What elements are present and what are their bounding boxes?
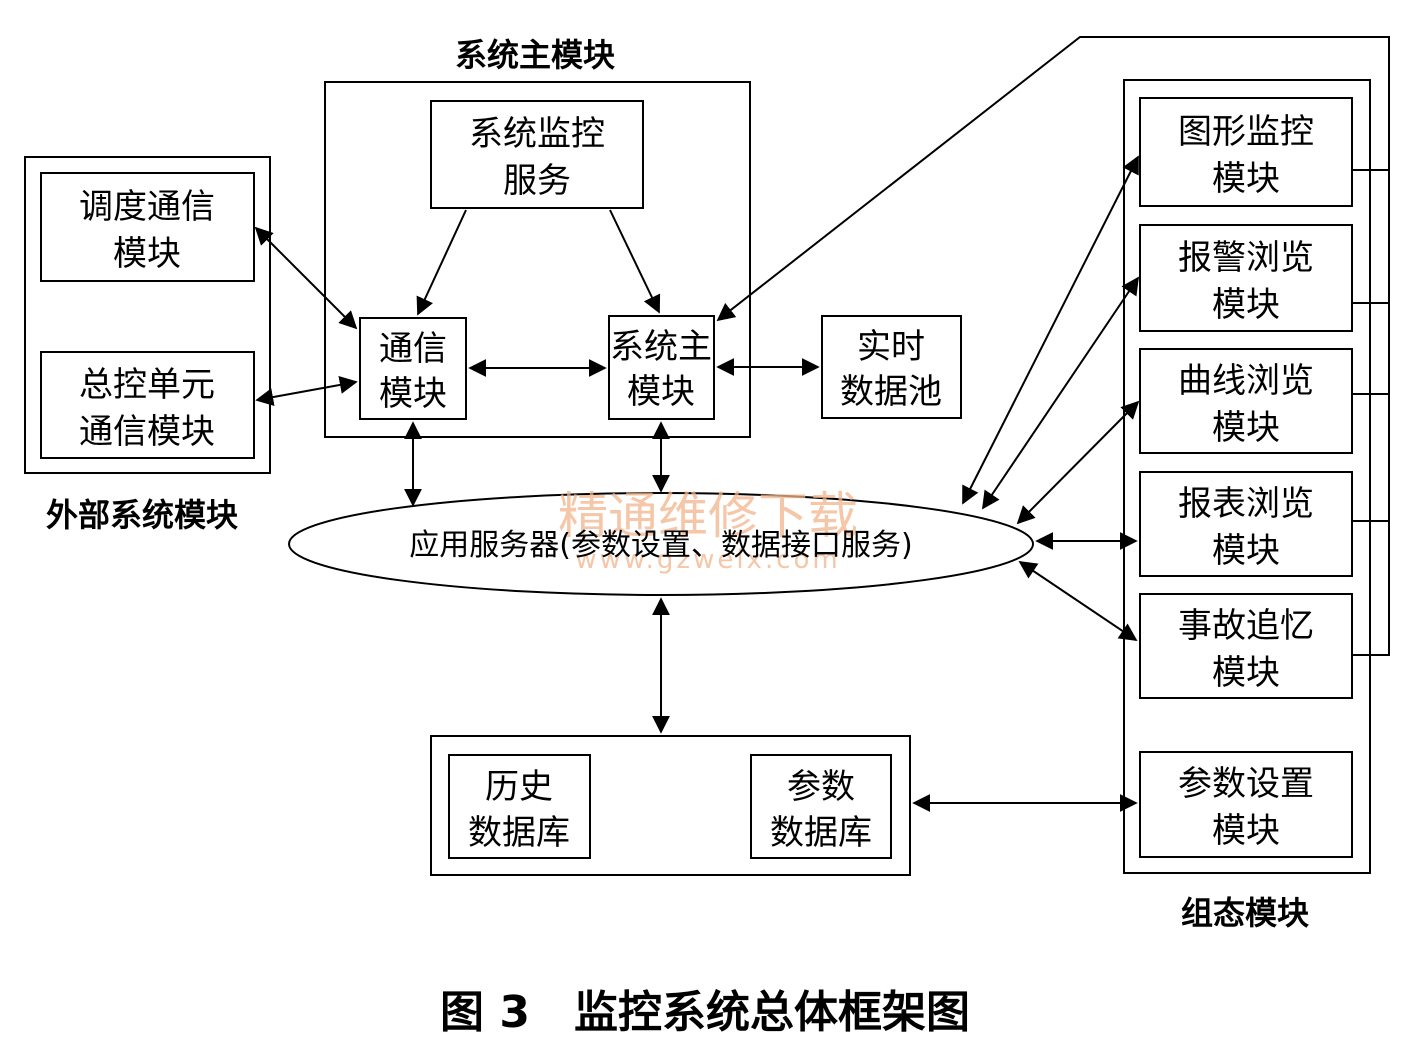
dispatch-comm-line2: 模块 xyxy=(113,234,181,274)
sys-monitor-service-line1: 系统监控 xyxy=(469,114,605,154)
watermark-text: 精通维修下载 xyxy=(558,487,858,545)
graph-monitor-line1: 图形监控 xyxy=(1178,112,1314,152)
master-unit-comm-line1: 总控单元 xyxy=(79,365,215,405)
dispatch-comm-line1: 调度通信 xyxy=(79,187,215,227)
database-group xyxy=(430,735,911,876)
app-server-node: 精通维修下载 www.gzweix.com 应用服务器(参数设置、数据接口服务) xyxy=(288,487,1034,596)
sys-main-module-line1: 系统主 xyxy=(610,327,712,367)
sys-main-module-line2: 模块 xyxy=(627,372,695,412)
accident-recall-node: 事故追忆 模块 xyxy=(1139,593,1353,699)
figure-caption: 图 3 监控系统总体框架图 xyxy=(440,987,970,1038)
config-feedback-bus xyxy=(716,36,1390,656)
system-main-group-label: 系统主模块 xyxy=(455,36,615,74)
history-db-line1: 历史 xyxy=(485,767,553,807)
alarm-browse-node: 报警浏览 模块 xyxy=(1139,224,1353,332)
curve-browse-line2: 模块 xyxy=(1212,408,1280,448)
master-unit-comm-line2: 通信模块 xyxy=(79,412,215,452)
external-group-label: 外部系统模块 xyxy=(46,496,238,534)
comm-module-node: 通信 模块 xyxy=(359,317,467,420)
config-group-label: 组态模块 xyxy=(1181,894,1309,932)
param-setting-line2: 模块 xyxy=(1212,811,1280,851)
arrow-alarm-server xyxy=(981,276,1140,510)
comm-module-line2: 模块 xyxy=(379,374,447,414)
realtime-pool-line2: 数据池 xyxy=(840,372,942,412)
watermark-url: www.gzweix.com xyxy=(575,545,841,575)
graph-monitor-node: 图形监控 模块 xyxy=(1139,97,1353,207)
param-db-node: 参数 数据库 xyxy=(750,754,892,859)
history-db-line2: 数据库 xyxy=(468,813,570,853)
sys-main-module-node: 系统主 模块 xyxy=(608,315,715,420)
report-browse-line2: 模块 xyxy=(1212,531,1280,571)
realtime-pool-line1: 实时 xyxy=(857,327,925,367)
master-unit-comm-node: 总控单元 通信模块 xyxy=(40,351,255,459)
alarm-browse-line2: 模块 xyxy=(1212,285,1280,325)
param-setting-line1: 参数设置 xyxy=(1178,764,1314,804)
arrow-graph-server xyxy=(962,155,1139,505)
history-db-node: 历史 数据库 xyxy=(448,754,591,859)
param-db-line2: 数据库 xyxy=(770,813,872,853)
accident-recall-line2: 模块 xyxy=(1212,653,1280,693)
param-db-line1: 参数 xyxy=(787,767,855,807)
report-browse-line1: 报表浏览 xyxy=(1178,484,1314,524)
arrow-accident-server xyxy=(1018,560,1138,642)
app-server-label: 应用服务器(参数设置、数据接口服务) xyxy=(409,528,912,563)
arrow-dispatch-comm xyxy=(254,226,358,330)
arrow-monitor-to-sysmain xyxy=(609,209,661,314)
param-setting-node: 参数设置 模块 xyxy=(1139,751,1353,858)
sys-monitor-service-node: 系统监控 服务 xyxy=(430,100,644,209)
arrow-master-comm xyxy=(255,376,358,406)
alarm-browse-line1: 报警浏览 xyxy=(1178,238,1314,278)
arrow-monitor-to-comm xyxy=(416,209,467,316)
curve-browse-line1: 曲线浏览 xyxy=(1178,361,1314,401)
curve-browse-node: 曲线浏览 模块 xyxy=(1139,348,1353,454)
graph-monitor-line2: 模块 xyxy=(1212,159,1280,199)
accident-recall-line1: 事故追忆 xyxy=(1178,606,1314,646)
arrow-curve-server xyxy=(1016,400,1140,525)
realtime-pool-node: 实时 数据池 xyxy=(821,315,962,419)
dispatch-comm-node: 调度通信 模块 xyxy=(40,172,255,282)
comm-module-line1: 通信 xyxy=(379,329,447,369)
sys-monitor-service-line2: 服务 xyxy=(503,161,571,201)
report-browse-node: 报表浏览 模块 xyxy=(1139,471,1353,577)
